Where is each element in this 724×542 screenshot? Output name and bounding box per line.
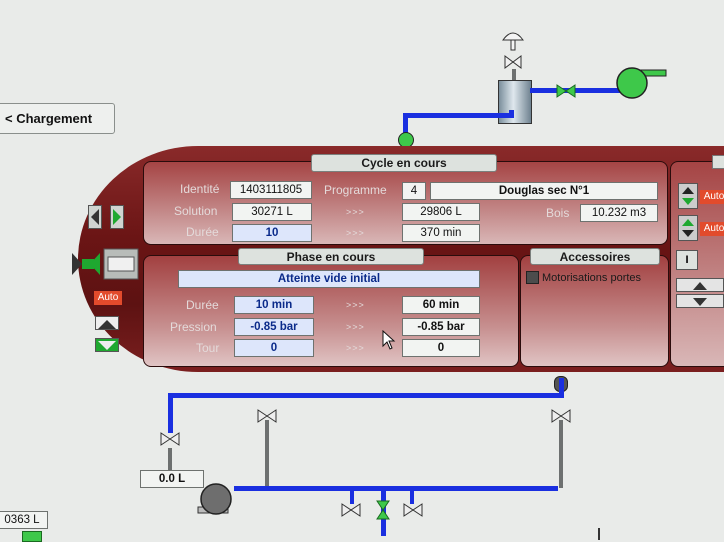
- lower-valve-2-icon[interactable]: [376, 500, 390, 520]
- pression-target-field: -0.85 bar: [402, 318, 480, 336]
- vent-pipe: [512, 69, 516, 83]
- right-auto-badge-2[interactable]: Auto: [700, 222, 724, 236]
- identite-field: 1403111805: [230, 181, 312, 199]
- phase-duree-field: 10 min: [234, 296, 314, 314]
- pipe-drop-left: [350, 490, 354, 504]
- lower-valve-1-icon[interactable]: [341, 503, 361, 517]
- bottom-divider: [598, 528, 600, 540]
- phase-name-field: Atteinte vide initial: [178, 270, 480, 288]
- phase-duree-target-field: 60 min: [402, 296, 480, 314]
- programme-label: Programme: [324, 183, 387, 197]
- right-down-button[interactable]: [676, 294, 724, 308]
- door-open-right-button[interactable]: [110, 205, 124, 229]
- accessoires-header: Accessoires: [530, 248, 660, 265]
- tour-arrows: >>>: [346, 343, 365, 353]
- motorisations-status-icon: [526, 271, 539, 284]
- phase-duree-arrows: >>>: [346, 300, 365, 310]
- pipe-drop-right: [410, 490, 414, 504]
- back-label: < Chargement: [5, 111, 93, 126]
- bottom-left-green-indicator: [22, 531, 42, 542]
- solution-arrows: >>>: [346, 207, 365, 217]
- lower-valve-3-icon[interactable]: [403, 503, 423, 517]
- right-panel-header-tab: [712, 155, 724, 169]
- phase-duree-label: Durée: [186, 298, 219, 312]
- bottom-pipe-right-lower: [559, 420, 563, 488]
- right-indicator-button[interactable]: I: [676, 250, 698, 270]
- bottom-pipe-mid-lower: [265, 420, 269, 486]
- vent-valve-icon[interactable]: [504, 55, 522, 69]
- transfer-pump-icon[interactable]: [196, 479, 240, 524]
- chargement-back-button[interactable]: < Chargement: [0, 103, 115, 134]
- door-up-button[interactable]: [95, 316, 119, 330]
- door-actuator-icon[interactable]: [70, 247, 140, 281]
- programme-number-field: 4: [402, 182, 426, 200]
- mouse-cursor-icon: [382, 329, 396, 355]
- bois-label: Bois: [546, 206, 570, 220]
- bottom-left-valve-icon[interactable]: [160, 432, 180, 446]
- identite-label: Identité: [180, 182, 220, 196]
- bottom-pipe-left-drop: [168, 393, 173, 433]
- programme-name-field: Douglas sec N°1: [430, 182, 658, 200]
- motorisations-portes-item[interactable]: Motorisations portes: [526, 271, 641, 284]
- bottom-left-value-field: 0363 L: [0, 511, 48, 529]
- bois-field: 10.232 m3: [580, 204, 658, 222]
- tour-field: 0: [234, 339, 314, 357]
- cycle-header: Cycle en cours: [311, 154, 497, 172]
- bottom-pipe-right-drop: [559, 378, 564, 398]
- cycle-duree-label: Durée: [186, 225, 219, 239]
- door-auto-badge[interactable]: Auto: [94, 291, 122, 305]
- right-auto-badge-1[interactable]: Auto: [700, 190, 724, 204]
- vent-cap-icon: [500, 28, 526, 57]
- tour-target-field: 0: [402, 339, 480, 357]
- pression-field: -0.85 bar: [234, 318, 314, 336]
- cycle-duree-arrows: >>>: [346, 228, 365, 238]
- tour-label: Tour: [196, 341, 220, 355]
- solution-target-field: 29806 L: [402, 203, 480, 221]
- right-updown-2-icon[interactable]: [678, 215, 698, 241]
- door-open-left-button[interactable]: [88, 205, 102, 229]
- pression-arrows: >>>: [346, 322, 365, 332]
- bottom-mid-valve-icon[interactable]: [257, 409, 277, 423]
- door-down-button[interactable]: [95, 338, 119, 352]
- vacuum-pipe-horizontal: [404, 113, 514, 118]
- accessoires-panel: [520, 255, 669, 367]
- right-updown-1-icon[interactable]: [678, 183, 698, 209]
- solution-label: Solution: [174, 204, 218, 218]
- phase-header: Phase en cours: [238, 248, 424, 265]
- motorisations-portes-label: Motorisations portes: [542, 271, 642, 284]
- vacuum-pump-icon[interactable]: [614, 66, 670, 105]
- pump-outlet-pipe: [234, 486, 558, 491]
- bottom-pipe-top: [168, 393, 564, 398]
- bottom-right-valve-icon[interactable]: [551, 409, 571, 423]
- vacuum-pipe-vertical: [403, 113, 408, 143]
- vacuum-valve-icon[interactable]: [556, 84, 576, 98]
- tank-level-field: 0.0 L: [140, 470, 204, 488]
- bottom-pipe-left-lower: [168, 448, 172, 484]
- right-up-button[interactable]: [676, 278, 724, 292]
- cycle-duree-field: 10: [232, 224, 312, 242]
- cycle-duree-target-field: 370 min: [402, 224, 480, 242]
- pression-label: Pression: [170, 320, 217, 334]
- solution-field: 30271 L: [232, 203, 312, 221]
- vacuum-pipe-right: [530, 88, 622, 93]
